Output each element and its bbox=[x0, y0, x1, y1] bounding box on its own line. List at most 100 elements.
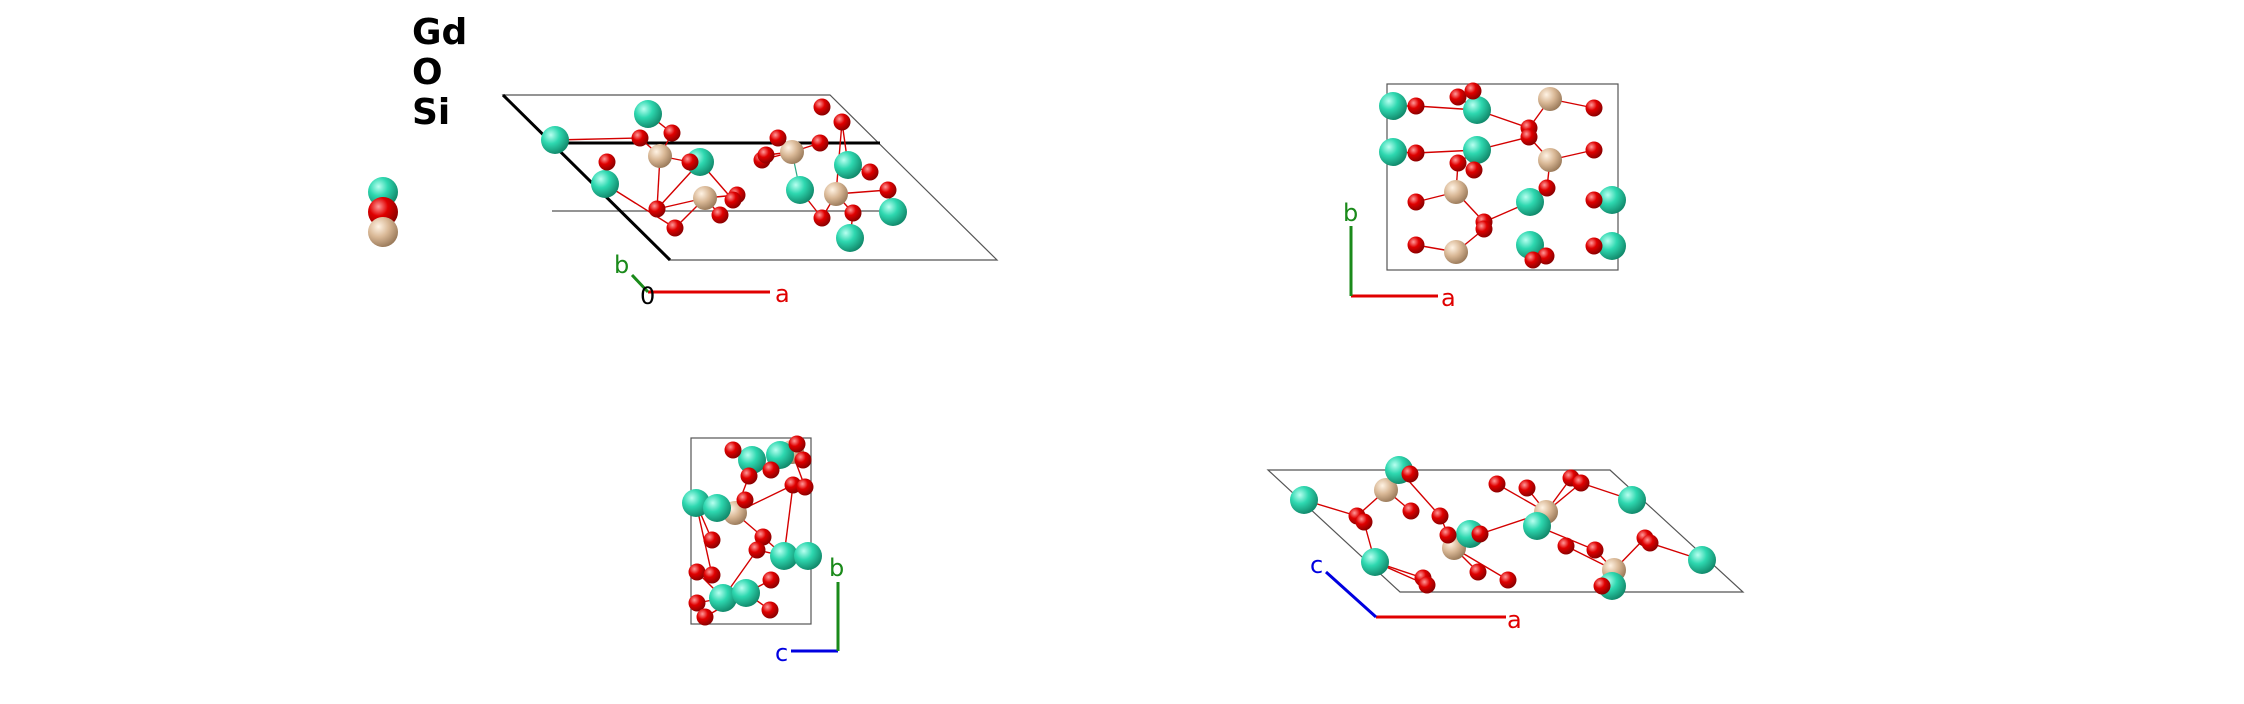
o-atom bbox=[1518, 479, 1536, 497]
gd-atom bbox=[834, 151, 862, 179]
gd-atom bbox=[682, 489, 710, 517]
axis-label-a: a bbox=[1507, 606, 1522, 634]
o-atom bbox=[861, 163, 879, 181]
gd-atom bbox=[786, 176, 814, 204]
o-atom bbox=[703, 566, 721, 584]
bonds bbox=[1392, 90, 1612, 261]
si-atom bbox=[824, 182, 848, 206]
si-atom bbox=[1538, 148, 1562, 172]
o-atom bbox=[1537, 247, 1555, 265]
axis-c-line bbox=[1324, 570, 1378, 619]
o-atom bbox=[666, 219, 684, 237]
gd-atom bbox=[836, 224, 864, 252]
o-atom bbox=[879, 181, 897, 199]
view-3-structure: b c bbox=[682, 435, 844, 667]
gd-atom bbox=[738, 446, 766, 474]
gd-atom bbox=[794, 542, 822, 570]
unit-cell-outline bbox=[1266, 469, 1745, 593]
o-atom bbox=[631, 129, 649, 147]
view-2-structure: b a bbox=[1343, 82, 1626, 312]
o-atom bbox=[769, 129, 787, 147]
gd-atom bbox=[879, 198, 907, 226]
o-atom bbox=[757, 146, 775, 164]
o-atom bbox=[688, 594, 706, 612]
o-atom bbox=[1641, 534, 1659, 552]
atoms bbox=[1290, 456, 1716, 600]
legend-label-o: O bbox=[412, 52, 443, 93]
gd-atom bbox=[1463, 96, 1491, 124]
axis-indicator: b a bbox=[1343, 199, 1456, 312]
o-atom bbox=[1401, 465, 1419, 483]
bond bbox=[554, 137, 641, 141]
o-atom bbox=[1407, 144, 1425, 162]
o-atom bbox=[711, 206, 729, 224]
view-4-structure: c a bbox=[1266, 456, 1745, 634]
axis-indicator: b c bbox=[775, 554, 844, 667]
o-atom bbox=[648, 200, 666, 218]
axis-indicator: c a bbox=[1310, 551, 1522, 634]
gd-atom bbox=[1523, 512, 1551, 540]
o-atom bbox=[1431, 507, 1449, 525]
gd-atom bbox=[1463, 136, 1491, 164]
o-atom bbox=[813, 98, 831, 116]
axis-b-line bbox=[630, 273, 650, 294]
o-atom bbox=[762, 571, 780, 589]
axis-label-c: c bbox=[775, 639, 788, 667]
si-atom bbox=[693, 186, 717, 210]
o-atom bbox=[1585, 191, 1603, 209]
o-atom bbox=[833, 113, 851, 131]
gd-atom bbox=[1290, 486, 1318, 514]
axis-indicator: b 0 a bbox=[614, 251, 790, 310]
o-atom bbox=[761, 601, 779, 619]
o-atom bbox=[1449, 88, 1467, 106]
o-atom bbox=[788, 435, 806, 453]
o-atom bbox=[1524, 251, 1542, 269]
o-atom bbox=[724, 441, 742, 459]
si-atom bbox=[1538, 87, 1562, 111]
o-atom bbox=[696, 608, 714, 626]
axis-label-a: a bbox=[775, 280, 790, 308]
o-atom bbox=[844, 204, 862, 222]
gd-atom bbox=[732, 579, 760, 607]
unit-cell-edge-dark bbox=[501, 93, 672, 262]
o-atom bbox=[740, 467, 758, 485]
o-atom bbox=[724, 191, 742, 209]
si-atom bbox=[780, 140, 804, 164]
o-atom bbox=[1538, 179, 1556, 197]
gd-atom bbox=[1516, 188, 1544, 216]
o-atom bbox=[598, 153, 616, 171]
o-atom bbox=[1418, 576, 1436, 594]
o-atom bbox=[1402, 502, 1420, 520]
axis-label-b: b bbox=[1343, 199, 1358, 227]
gd-atom bbox=[703, 494, 731, 522]
si-atom bbox=[1374, 478, 1398, 502]
o-atom bbox=[1499, 571, 1517, 589]
o-atom bbox=[736, 491, 754, 509]
o-atom bbox=[703, 531, 721, 549]
gd-atom bbox=[1379, 92, 1407, 120]
atoms bbox=[1379, 82, 1626, 269]
axis-label-origin: 0 bbox=[640, 282, 655, 310]
o-atom bbox=[762, 461, 780, 479]
legend-label-gd: Gd bbox=[412, 12, 467, 53]
o-atom bbox=[754, 528, 772, 546]
o-atom bbox=[1407, 236, 1425, 254]
o-atom bbox=[1469, 563, 1487, 581]
view-1-structure: b 0 a bbox=[501, 93, 999, 310]
o-atom bbox=[1585, 99, 1603, 117]
si-atom bbox=[1444, 240, 1468, 264]
legend-label-si: Si bbox=[412, 92, 450, 133]
gd-atom bbox=[1598, 232, 1626, 260]
o-atom bbox=[811, 134, 829, 152]
o-atom bbox=[1586, 541, 1604, 559]
o-atom bbox=[663, 124, 681, 142]
o-atom bbox=[1475, 220, 1493, 238]
o-atom bbox=[1355, 513, 1373, 531]
o-atom bbox=[1520, 128, 1538, 146]
unit-cell-outline bbox=[1386, 83, 1619, 271]
o-atom bbox=[1407, 97, 1425, 115]
gd-atom bbox=[1598, 186, 1626, 214]
o-atom bbox=[1439, 526, 1457, 544]
si-atom bbox=[1444, 180, 1468, 204]
gd-atom bbox=[1618, 486, 1646, 514]
